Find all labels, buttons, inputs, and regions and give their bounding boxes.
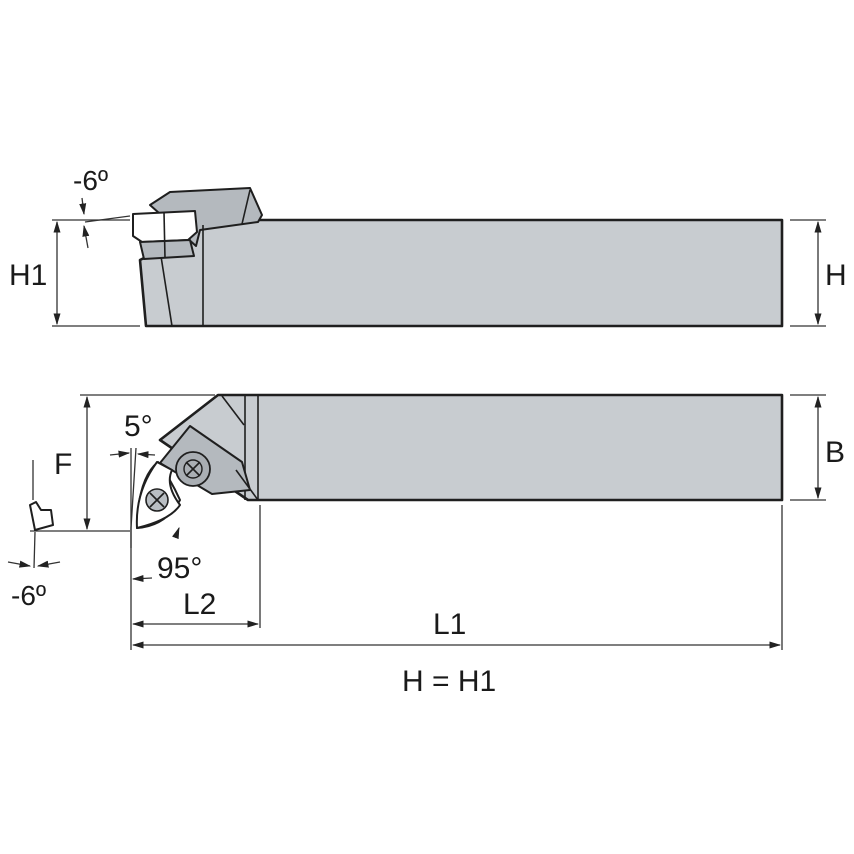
h1-label: H1 xyxy=(9,259,47,292)
l1-label: L1 xyxy=(433,608,466,641)
clearance-angle-label: 5° xyxy=(124,410,153,443)
side-angle-label: -6º xyxy=(73,165,108,196)
side-shank xyxy=(138,218,784,328)
top-view xyxy=(7,393,826,650)
h-label: H xyxy=(825,259,847,292)
inclination-profile xyxy=(29,501,54,531)
lead-angle-label: 95° xyxy=(157,552,202,585)
top-shank xyxy=(158,393,784,502)
inclination-angle-label: -6º xyxy=(11,580,46,611)
side-view xyxy=(52,187,826,328)
side-clamp-head xyxy=(149,187,263,247)
b-label: B xyxy=(825,436,845,469)
l2-label: L2 xyxy=(183,588,216,621)
f-label: F xyxy=(54,448,72,481)
h-equals-h1-note: H = H1 xyxy=(402,665,496,698)
